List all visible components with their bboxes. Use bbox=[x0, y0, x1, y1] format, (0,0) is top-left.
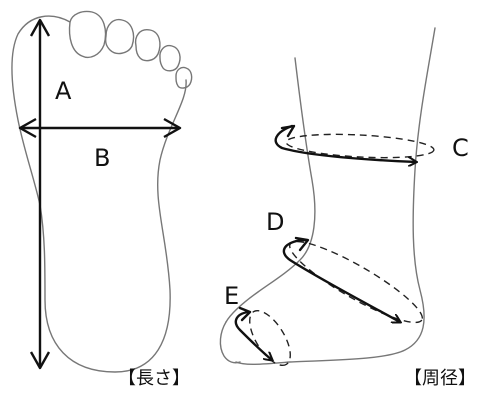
leg-side-outline bbox=[220, 28, 435, 364]
caption-circumference: 【周径】 bbox=[404, 370, 476, 388]
caption-length: 【長さ】 bbox=[118, 370, 190, 388]
label-e: E bbox=[224, 284, 239, 308]
big-toe bbox=[70, 11, 106, 57]
fifth-toe bbox=[176, 67, 192, 88]
fourth-toe bbox=[160, 46, 180, 71]
circumference-arrow-d bbox=[284, 240, 400, 322]
label-a: A bbox=[55, 79, 71, 103]
circumference-arrow-c bbox=[276, 126, 416, 162]
label-d: D bbox=[266, 210, 284, 234]
third-toe bbox=[136, 30, 160, 61]
second-toe bbox=[106, 20, 134, 54]
label-b: B bbox=[94, 146, 110, 170]
label-c: C bbox=[452, 136, 469, 160]
